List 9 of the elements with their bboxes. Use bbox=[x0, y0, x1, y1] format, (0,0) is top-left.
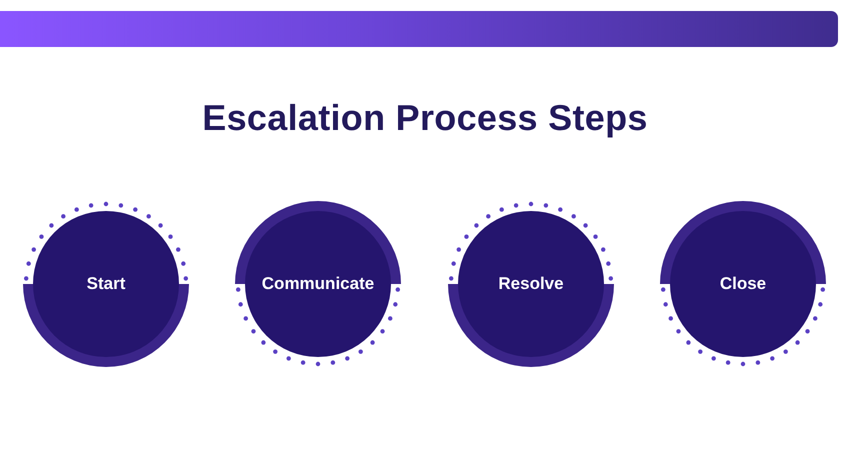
step-circle bbox=[23, 201, 189, 367]
step-circle bbox=[235, 201, 401, 367]
step-label: Communicate bbox=[262, 274, 374, 294]
page-title: Escalation Process Steps bbox=[202, 97, 648, 138]
step-label: Close bbox=[720, 274, 766, 294]
step-label: Start bbox=[86, 274, 126, 294]
step-circle bbox=[660, 201, 826, 367]
step-circle bbox=[448, 201, 614, 367]
step-label: Resolve bbox=[498, 274, 564, 294]
